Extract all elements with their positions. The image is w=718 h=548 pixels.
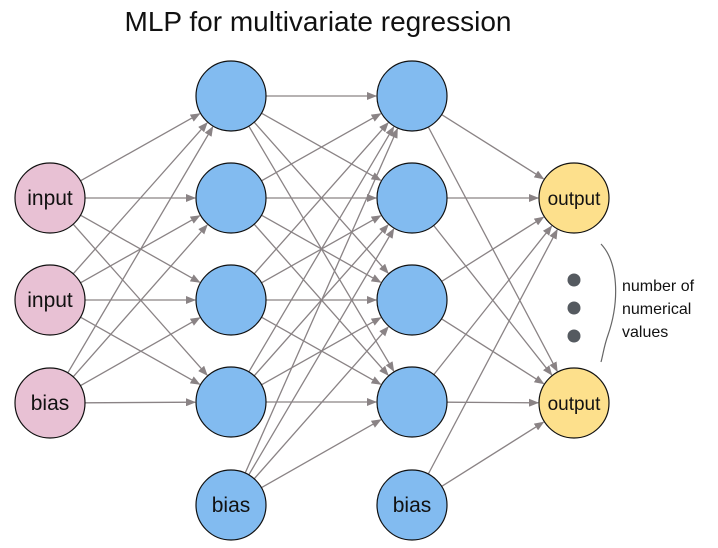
neuron-circle	[538, 367, 610, 439]
connection-arrow	[261, 113, 382, 182]
neuron-circle	[376, 60, 448, 132]
neuron-label: output	[548, 394, 602, 415]
connection-arrow	[72, 122, 208, 275]
hidden-node	[376, 162, 448, 234]
hidden-node	[195, 366, 267, 438]
neuron-circle	[14, 367, 86, 439]
connection-arrow	[67, 126, 214, 374]
connection-arrow	[80, 317, 201, 387]
annotation-line: number of	[622, 278, 695, 295]
neuron-circle	[195, 162, 267, 234]
hidden-node	[195, 60, 267, 132]
connection-arrow	[84, 398, 196, 407]
connection-arrow	[441, 421, 545, 487]
ellipsis-dot	[567, 329, 581, 343]
annotation-text: number of numerical values	[622, 275, 694, 344]
hidden-node	[195, 264, 267, 336]
neuron-label: bias	[31, 392, 70, 415]
neuron-label: bias	[212, 494, 251, 517]
connection-arrow	[433, 225, 553, 376]
neuron-circle	[376, 264, 448, 336]
connection-arrow	[253, 122, 389, 275]
ellipsis-dot	[567, 273, 581, 287]
input-node: input	[14, 264, 86, 336]
connections	[67, 92, 558, 489]
output-node: output	[538, 162, 610, 234]
neuron-label: output	[548, 189, 602, 210]
output-node: output	[538, 367, 610, 439]
hidden-node	[195, 162, 267, 234]
bias-node: bias	[195, 469, 267, 541]
connection-arrow	[253, 326, 389, 480]
annotation-line: numerical	[622, 301, 692, 318]
neuron-circle	[195, 366, 267, 438]
neurons: input input bias bias bias output output	[14, 60, 610, 541]
neuron-label: bias	[393, 494, 432, 517]
neuron-circle	[195, 469, 267, 541]
neuron-circle	[195, 60, 267, 132]
ellipsis-dots	[567, 273, 581, 343]
neuron-circle	[195, 264, 267, 336]
ellipsis-dot	[567, 301, 581, 315]
annotation-brace	[600, 243, 617, 363]
connection-arrow	[248, 228, 395, 476]
connection-arrow	[441, 114, 545, 180]
bias-node: bias	[376, 469, 448, 541]
hidden-node	[376, 60, 448, 132]
connection-arrow	[248, 126, 395, 373]
connection-arrow	[80, 316, 201, 385]
input-node: input	[14, 162, 86, 234]
neuron-label: input	[27, 289, 73, 312]
connection-arrow	[80, 113, 201, 182]
connection-arrow	[446, 398, 539, 407]
diagram-title: MLP for multivariate regression	[124, 6, 512, 37]
connection-arrow	[261, 419, 382, 489]
neuron-circle	[376, 366, 448, 438]
annotation-line: values	[622, 324, 669, 341]
neuron-circle	[376, 469, 448, 541]
bias-node: bias	[14, 367, 86, 439]
connection-arrow	[244, 127, 398, 474]
neuron-circle	[14, 162, 86, 234]
hidden-node	[376, 264, 448, 336]
connection-arrow	[427, 228, 558, 475]
neuron-circle	[376, 162, 448, 234]
neuron-label: input	[27, 187, 73, 210]
neuron-circle	[538, 162, 610, 234]
connection-arrow	[441, 216, 545, 282]
hidden-node	[376, 366, 448, 438]
connection-arrow	[72, 224, 208, 378]
neuron-circle	[14, 264, 86, 336]
